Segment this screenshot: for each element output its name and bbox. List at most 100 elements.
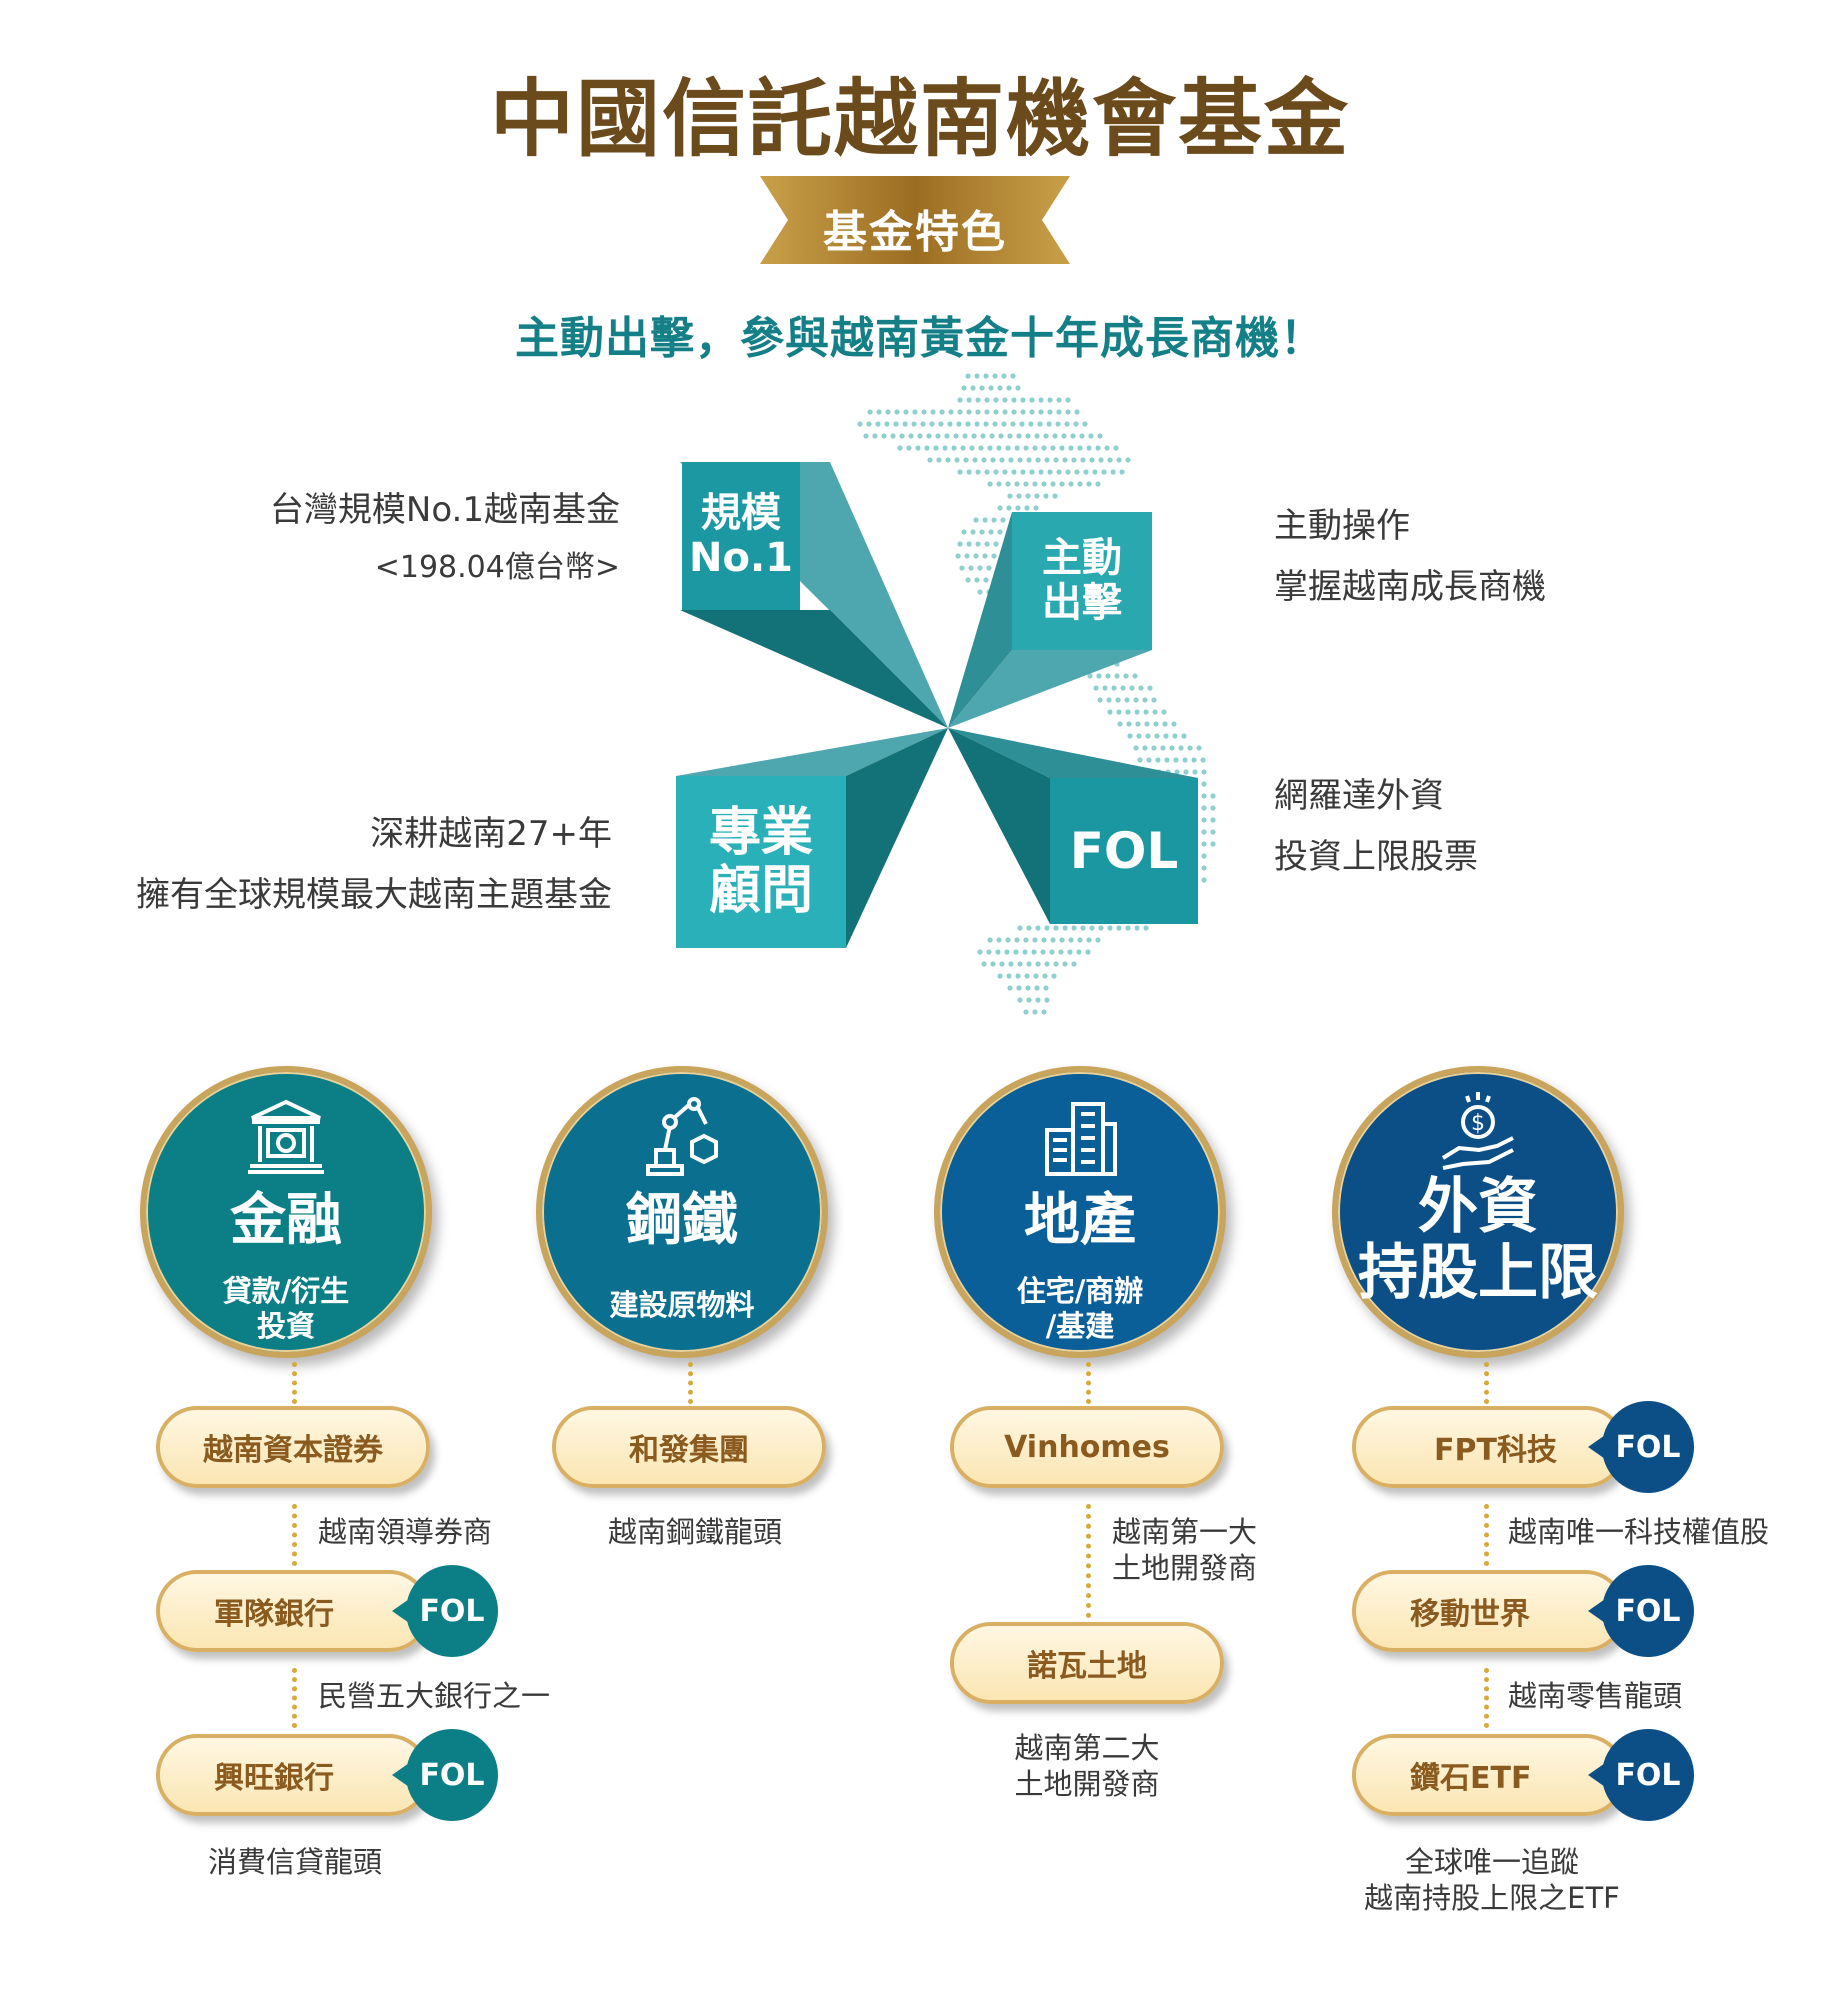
map-dot: [1032, 481, 1038, 487]
map-dot: [924, 445, 930, 451]
map-dot: [1101, 469, 1107, 475]
map-dot: [1073, 421, 1079, 427]
map-dot: [996, 937, 1002, 943]
map-dot: [997, 529, 1003, 535]
box-bottom-right: [1050, 778, 1198, 924]
map-dot: [981, 961, 987, 967]
map-dot: [1114, 673, 1120, 679]
map-dot: [1107, 457, 1113, 463]
map-dot: [1191, 757, 1197, 763]
map-dot: [1137, 757, 1143, 763]
map-dot: [1000, 517, 1006, 523]
map-dot: [1017, 925, 1023, 931]
sector-title-finance: 金融: [230, 1188, 342, 1253]
box-label-advisor: 專業 顧問: [676, 776, 846, 948]
company-pill-mwg: 移動世界: [1352, 1570, 1626, 1652]
map-dot: [1116, 709, 1122, 715]
map-dot: [1074, 469, 1080, 475]
map-dot: [1153, 721, 1159, 727]
map-dot: [1005, 481, 1011, 487]
company-desc-vinhomes-line1: 越南第一大: [1112, 1515, 1258, 1549]
map-dot: [997, 973, 1003, 979]
box-label-advisor-line1: 專業: [708, 802, 813, 863]
sector-subtitle-finance-line1: 貸款/衍生: [222, 1274, 350, 1308]
map-dot: [1129, 685, 1135, 691]
map-dot: [1050, 445, 1056, 451]
map-dot: [1051, 973, 1057, 979]
company-pill-vinhomes: Vinhomes: [950, 1406, 1224, 1488]
map-dot: [1065, 469, 1071, 475]
map-dot: [990, 457, 996, 463]
map-dot: [1061, 433, 1067, 439]
map-dot: [1029, 409, 1035, 415]
company-desc-fpt: 越南唯一科技權值股: [1508, 1515, 1770, 1549]
map-dot: [945, 457, 951, 463]
map-dot: [1038, 409, 1044, 415]
map-dot: [1201, 793, 1207, 799]
map-dot: [1033, 973, 1039, 979]
map-dot: [1056, 469, 1062, 475]
map-dot: [1083, 469, 1089, 475]
map-dot: [1014, 937, 1020, 943]
map-dot: [929, 421, 935, 427]
map-dot: [980, 433, 986, 439]
page-title: 中國信託越南機會基金: [489, 70, 1350, 168]
feature-star-diagram: [676, 373, 1216, 1015]
map-dot: [990, 961, 996, 967]
map-dot: [1037, 421, 1043, 427]
map-dot: [1086, 481, 1092, 487]
connector-finance-2: [292, 1504, 297, 1566]
map-dot: [1172, 733, 1178, 739]
map-dot: [1095, 445, 1101, 451]
map-dot: [927, 457, 933, 463]
company-desc-mwg: 越南零售龍頭: [1508, 1679, 1683, 1713]
map-dot: [930, 409, 936, 415]
map-dot: [984, 469, 990, 475]
map-dot: [987, 445, 993, 451]
map-dot: [1151, 745, 1157, 751]
map-dot: [1144, 721, 1150, 727]
box-label-scale: 規模 No.1: [682, 462, 800, 610]
map-dot: [1035, 457, 1041, 463]
box-label-scale-line1: 規模: [701, 490, 781, 537]
map-dot: [1043, 985, 1049, 991]
map-dot: [906, 445, 912, 451]
map-dot: [1119, 469, 1125, 475]
map-dot: [1017, 961, 1023, 967]
map-dot: [1201, 769, 1207, 775]
map-dot: [1115, 697, 1121, 703]
company-pill-diamond-etf: 鑽石ETF: [1352, 1734, 1626, 1816]
fol-badge: FOL: [406, 1565, 498, 1657]
map-dot: [1210, 817, 1216, 823]
map-dot: [953, 433, 959, 439]
map-dot: [1007, 985, 1013, 991]
feature-text-top-right: 主動操作 掌握越南成長商機: [1274, 496, 1734, 617]
fol-badge: FOL: [1602, 1401, 1694, 1493]
map-dot: [1052, 493, 1058, 499]
map-dot: [1023, 937, 1029, 943]
map-dot: [875, 421, 881, 427]
sector-title-realestate: 地產: [1024, 1188, 1136, 1253]
map-dot: [1020, 409, 1026, 415]
map-dot: [1044, 925, 1050, 931]
map-dot: [1201, 877, 1207, 883]
map-dot: [1201, 781, 1207, 787]
map-dot: [1102, 685, 1108, 691]
map-dot: [1125, 457, 1131, 463]
map-dot: [1050, 937, 1056, 943]
map-dot: [1029, 397, 1035, 403]
map-dot: [951, 445, 957, 451]
ribbon-banner: [760, 176, 1070, 264]
map-dot: [902, 421, 908, 427]
map-dot: [979, 529, 985, 535]
map-dot: [948, 409, 954, 415]
map-dot: [1062, 925, 1068, 931]
map-dot: [1154, 733, 1160, 739]
map-dot: [1201, 805, 1207, 811]
map-dot: [1011, 397, 1017, 403]
map-dot: [939, 409, 945, 415]
map-dot: [1146, 757, 1152, 763]
map-dot: [1086, 937, 1092, 943]
map-dot: [1032, 445, 1038, 451]
map-dot: [938, 421, 944, 427]
